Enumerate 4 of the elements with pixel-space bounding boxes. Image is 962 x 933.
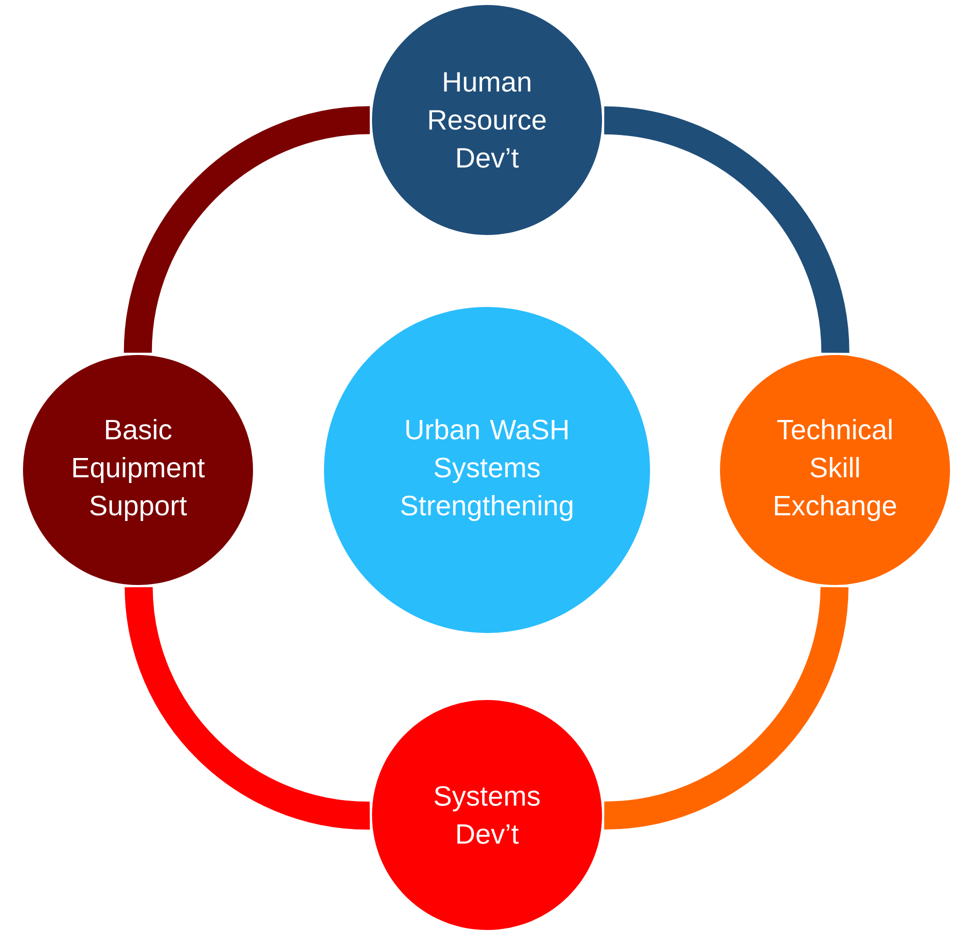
ring-arc <box>124 586 371 830</box>
ring-arc <box>603 586 848 830</box>
ring-arc <box>603 106 850 354</box>
ring-arc <box>124 106 371 354</box>
